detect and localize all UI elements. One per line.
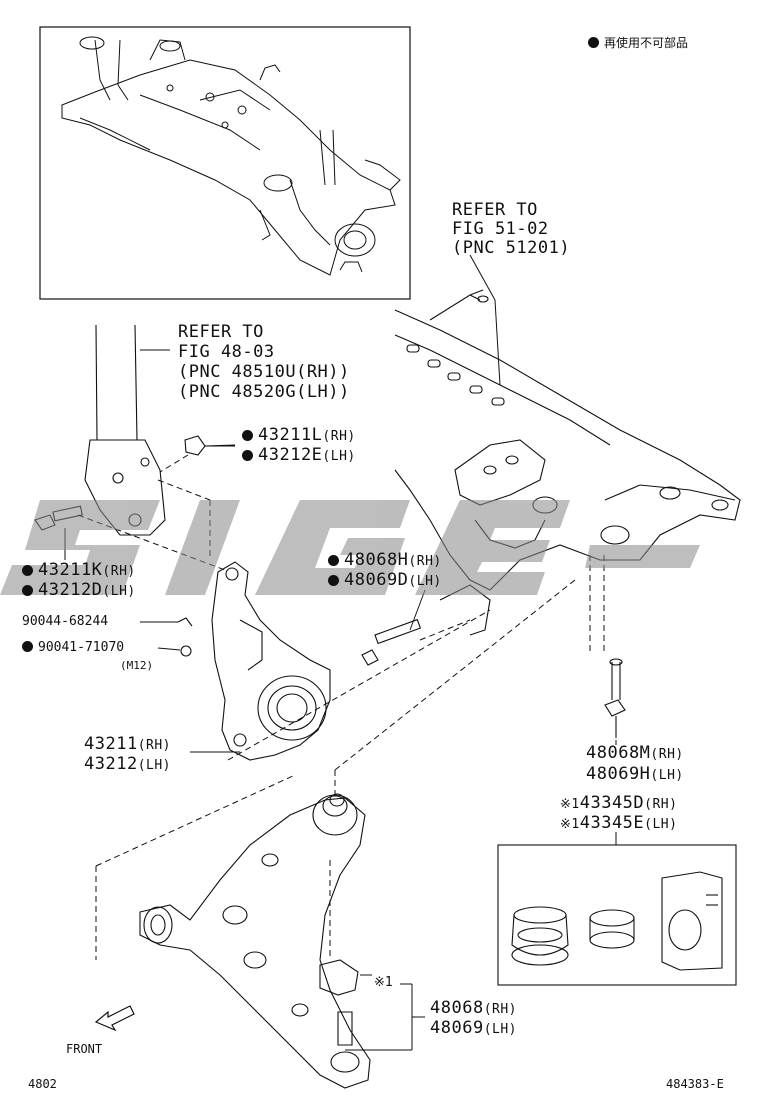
strut-ref-line4: (PNC 48520G(LH)) (178, 382, 350, 402)
non-reusable-dot-icon (588, 37, 599, 48)
frame-ref-line2: FIG 51-02 (452, 219, 549, 239)
part-side: (RH) (650, 747, 684, 762)
legend-text: 再使用不可部品 (604, 36, 689, 50)
legend: 再使用不可部品 (588, 37, 688, 49)
part-side: (LH) (644, 817, 678, 832)
part-side: (RH) (483, 1002, 517, 1017)
boot-kit-box (497, 844, 737, 986)
part-code: 48068 (430, 998, 484, 1018)
part-48068H[interactable]: 48068H(RH) (328, 552, 442, 569)
part-code: 48068M (586, 743, 651, 763)
part-code: 90041-71070 (38, 640, 125, 655)
non-reusable-dot-icon (22, 641, 33, 652)
part-48068M[interactable]: 48068M(RH) (586, 745, 684, 762)
part-side: (LH) (322, 449, 356, 464)
dashed-guide-lines (77, 454, 605, 960)
footer-figure-number: 4802 (28, 1077, 57, 1091)
leader-lines (64, 254, 617, 1051)
part-code: 48068H (344, 550, 409, 570)
part-43212D[interactable]: 43212D(LH) (22, 582, 136, 599)
part-48069D[interactable]: 48069D(LH) (328, 572, 442, 589)
part-43211L[interactable]: 43211L(RH) (242, 427, 356, 444)
bolt-size-note: (M12) (120, 659, 154, 672)
part-43212[interactable]: 43212(LH) (84, 756, 171, 773)
lower-control-arm (139, 793, 371, 1089)
non-reusable-dot-icon (22, 565, 33, 576)
kit-marker: ※1 (560, 817, 580, 832)
strut-assembly (84, 324, 170, 536)
part-side: (LH) (102, 584, 136, 599)
part-48069H[interactable]: 48069H(LH) (586, 766, 684, 783)
inset-subframe-drawing (61, 36, 401, 276)
watermark-logo (0, 500, 700, 595)
part-side: (LH) (650, 768, 684, 783)
part-code: 48069D (344, 570, 409, 590)
part-code: 48069 (430, 1018, 484, 1038)
non-reusable-dot-icon (242, 430, 253, 441)
part-code: 43211K (38, 560, 103, 580)
part-code: 43212E (258, 445, 323, 465)
part-side: (LH) (137, 758, 171, 773)
part-43212E[interactable]: 43212E(LH) (242, 447, 356, 464)
non-reusable-dot-icon (242, 450, 253, 461)
frame-ref-line3: (PNC 51201) (452, 238, 571, 258)
part-code: 90044-68244 (22, 614, 109, 629)
non-reusable-dot-icon (328, 575, 339, 586)
front-label: FRONT (66, 1042, 103, 1056)
strut-ref-line1: REFER TO (178, 322, 264, 342)
non-reusable-dot-icon (22, 585, 33, 596)
part-90041-71070[interactable]: 90041-71070 (22, 641, 124, 654)
part-side: (LH) (408, 574, 442, 589)
part-side: (RH) (644, 797, 678, 812)
part-code: 48069H (586, 764, 651, 784)
part-side: (RH) (408, 554, 442, 569)
part-side: (LH) (483, 1022, 517, 1037)
part-43345D[interactable]: ※143345D(RH) (560, 795, 677, 812)
part-side: (RH) (102, 564, 136, 579)
strut-ref-line3: (PNC 48510U(RH)) (178, 362, 350, 382)
part-43345E[interactable]: ※143345E(LH) (560, 815, 677, 832)
kit-marker-callout: ※1 (374, 975, 393, 990)
part-43211[interactable]: 43211(RH) (84, 736, 171, 753)
part-code: 43211 (84, 734, 138, 754)
part-code: 43212D (38, 580, 103, 600)
part-code: 43211L (258, 425, 323, 445)
front-arrow-icon (94, 1005, 135, 1032)
steering-knuckle (211, 561, 331, 761)
part-code: 43345D (579, 793, 645, 813)
inset-box (39, 26, 411, 300)
non-reusable-dot-icon (328, 555, 339, 566)
boot-kit-parts (511, 871, 723, 971)
part-43211K[interactable]: 43211K(RH) (22, 562, 136, 579)
part-48069[interactable]: 48069(LH) (430, 1020, 517, 1037)
part-90044-68244[interactable]: 90044-68244 (22, 615, 108, 628)
part-code: 43212 (84, 754, 138, 774)
frame-ref-line1: REFER TO (452, 200, 538, 220)
kit-marker: ※1 (560, 797, 580, 812)
strut-ref-line2: FIG 48-03 (178, 342, 275, 362)
part-side: (RH) (322, 429, 356, 444)
part-code: 43345E (579, 813, 645, 833)
part-48068[interactable]: 48068(RH) (430, 1000, 517, 1017)
footer-illustration-id: 484383-E (666, 1077, 724, 1091)
part-side: (RH) (137, 738, 171, 753)
